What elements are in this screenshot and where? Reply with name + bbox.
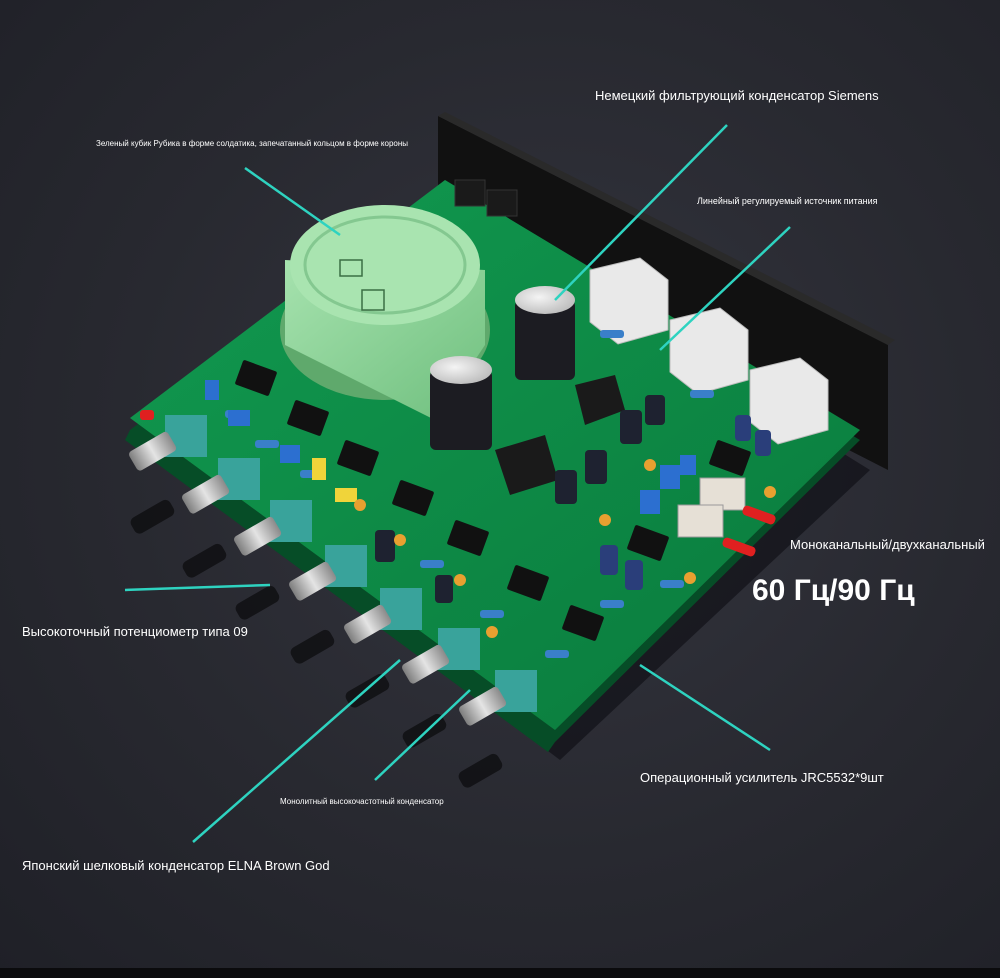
label-elna-capacitor: Японский шелковый конденсатор ELNA Brown… [22,858,330,873]
leader-lines [124,124,791,843]
label-monolithic-capacitor: Монолитный высокочастотный конденсатор [280,797,444,806]
output-terminals [589,257,829,445]
label-transformer: Зеленый кубик Рубика в форме солдатика, … [96,139,409,148]
heatsink-transistors [454,179,518,217]
label-frequency: 60 Гц/90 Гц [752,574,915,607]
mode-switches [140,410,776,557]
label-potentiometer: Высокоточный потенциометр типа 09 [22,624,248,639]
label-power-supply: Линейный регулируемый источник питания [697,196,878,206]
small-capacitors [375,395,771,603]
label-opamp: Операционный усилитель JRC5532*9шт [640,770,884,785]
potentiometers [129,415,537,726]
opamp-chips [235,360,751,641]
bottom-strip [0,968,1000,978]
label-siemens-capacitor: Немецкий фильтрующий конденсатор Siemens [595,88,879,103]
filter-capacitors [430,286,575,450]
voltage-regulators [495,375,625,495]
pcb-board [130,180,860,730]
label-mono-stereo: Моноканальный/двухканальный [790,537,985,552]
ceramic-capacitors [354,459,776,638]
film-capacitors [205,380,696,514]
